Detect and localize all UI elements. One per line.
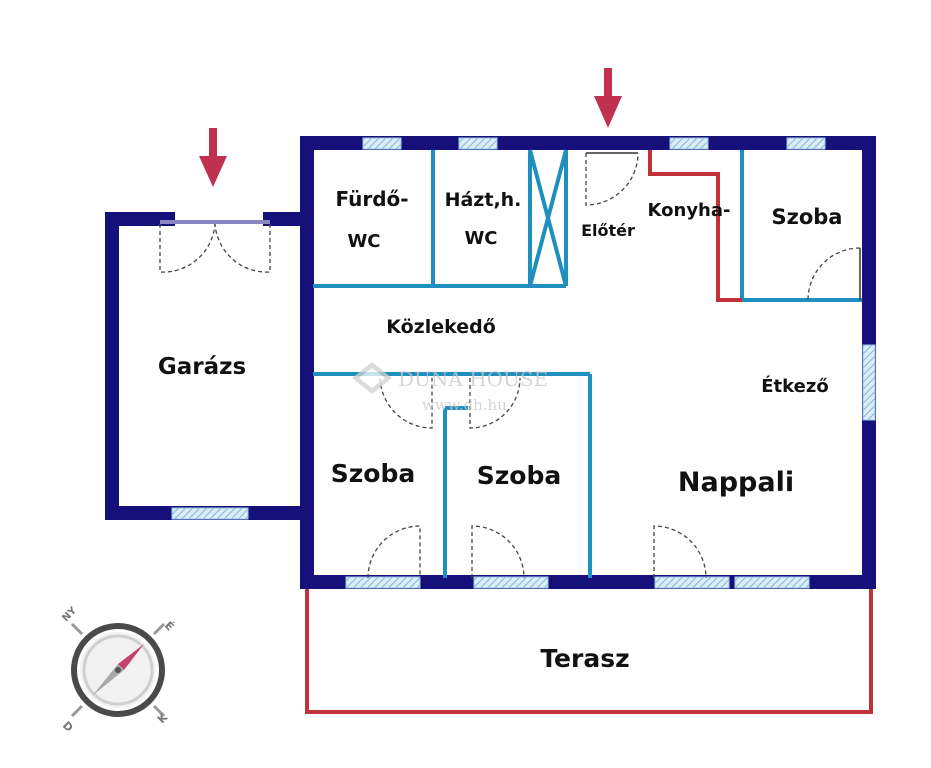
label-garazs: Garázs bbox=[158, 354, 246, 380]
label-konyha: Konyha- bbox=[648, 200, 731, 221]
compass-e: K bbox=[155, 711, 171, 727]
label-etkezo: Étkező bbox=[761, 375, 828, 397]
label-haztart: Házt,h. bbox=[445, 189, 522, 211]
down-arrow-icon bbox=[594, 68, 622, 128]
label-kozlekedo: Közlekedő bbox=[386, 316, 496, 338]
room-labels: Fürdő- WC Házt,h. WC Előtér Konyha- Szob… bbox=[158, 187, 843, 673]
label-eloter: Előtér bbox=[581, 221, 635, 240]
compass-s: D bbox=[60, 719, 76, 735]
compass-icon: NY É D K bbox=[60, 605, 177, 735]
doors bbox=[159, 152, 861, 579]
label-szoba-ne: Szoba bbox=[772, 205, 843, 229]
down-arrow-icon bbox=[199, 128, 227, 187]
windows bbox=[171, 137, 876, 589]
label-furdo: Fürdő- bbox=[335, 187, 408, 211]
watermark-logo: DUNA HOUSE www.dh.hu bbox=[352, 362, 548, 414]
label-haztart-wc: WC bbox=[464, 228, 497, 249]
label-furdo-wc: WC bbox=[347, 231, 380, 252]
label-nappali: Nappali bbox=[678, 467, 794, 498]
label-szoba-s: Szoba bbox=[477, 461, 562, 490]
label-szoba-sw: Szoba bbox=[331, 459, 416, 488]
watermark-url: www.dh.hu bbox=[422, 396, 507, 414]
terrace-outline bbox=[305, 586, 873, 714]
watermark-brand: DUNA HOUSE bbox=[398, 367, 548, 391]
compass-w: NY bbox=[60, 605, 79, 624]
inner-walls bbox=[313, 149, 862, 578]
kitchen-partition bbox=[648, 150, 742, 302]
compass-n: É bbox=[162, 619, 177, 634]
label-terasz: Terasz bbox=[540, 644, 629, 673]
